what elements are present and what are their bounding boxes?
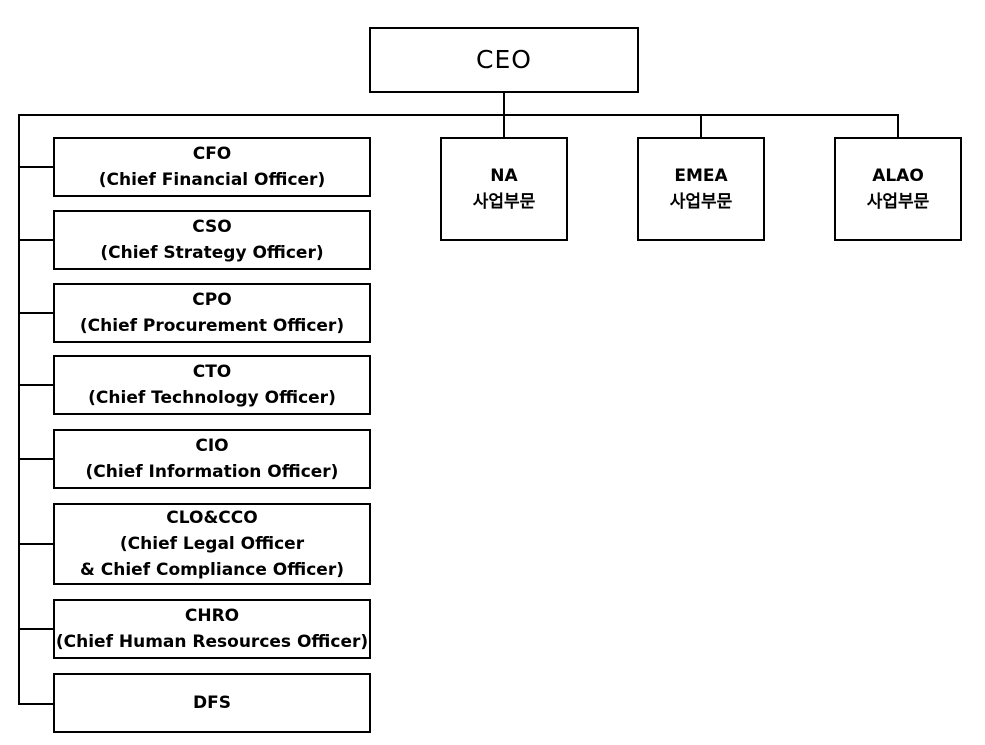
alao-connector [897,114,899,138]
division-label: 사업부문 [669,192,733,212]
cio-connector [18,458,54,460]
division-label: 사업부문 [866,192,930,212]
clo-cco-connector [18,543,54,545]
ceo-down-connector [503,92,505,115]
division-label: 사업부문 [472,192,536,212]
officer-box-clo-cco: CLO&CCO (Chief Legal Officer & Chief Com… [53,503,371,585]
officer-abbreviation: CPO [192,290,232,310]
officer-box-cso: CSO (Chief Strategy Officer) [53,210,371,270]
division-region: ALAO [872,166,924,186]
division-box-na: NA 사업부문 [440,137,568,241]
officer-full-title: (Chief Strategy Officer) [100,243,324,263]
officers-vertical-connector [18,114,20,704]
division-box-alao: ALAO 사업부문 [834,137,962,241]
cso-connector [18,239,54,241]
emea-connector [700,114,702,138]
officer-full-title: (Chief Procurement Officer) [79,316,345,336]
division-region: NA [490,166,518,186]
officer-abbreviation: DFS [193,693,231,713]
chro-connector [18,628,54,630]
na-connector [503,114,505,138]
officer-abbreviation: CLO&CCO [166,508,258,528]
officer-full-title: (Chief Information Officer) [85,462,339,482]
officer-box-cpo: CPO (Chief Procurement Officer) [53,283,371,343]
officer-abbreviation: CTO [192,362,232,382]
division-region: EMEA [674,166,728,186]
officer-abbreviation: CFO [192,144,232,164]
officer-box-cfo: CFO (Chief Financial Officer) [53,137,371,197]
officer-abbreviation: CIO [195,436,229,456]
officer-abbreviation: CHRO [184,606,240,626]
cfo-connector [18,166,54,168]
main-horizontal-connector [18,114,899,116]
officer-full-title: (Chief Legal Officer [119,534,305,554]
officer-full-title: (Chief Technology Officer) [88,388,336,408]
ceo-title: CEO [476,45,532,74]
dfs-connector [18,703,54,705]
officer-box-chro: CHRO (Chief Human Resources Officer) [53,599,371,659]
officer-box-dfs: DFS [53,673,371,733]
officer-full-title: (Chief Financial Officer) [98,170,326,190]
cpo-connector [18,312,54,314]
officer-box-cto: CTO (Chief Technology Officer) [53,355,371,415]
ceo-box: CEO [369,27,639,93]
officer-full-title-continued: & Chief Compliance Officer) [80,560,344,580]
division-box-emea: EMEA 사업부문 [637,137,765,241]
officer-abbreviation: CSO [192,217,232,237]
officer-full-title: (Chief Human Resources Officer) [55,632,369,652]
officer-box-cio: CIO (Chief Information Officer) [53,429,371,489]
cto-connector [18,384,54,386]
